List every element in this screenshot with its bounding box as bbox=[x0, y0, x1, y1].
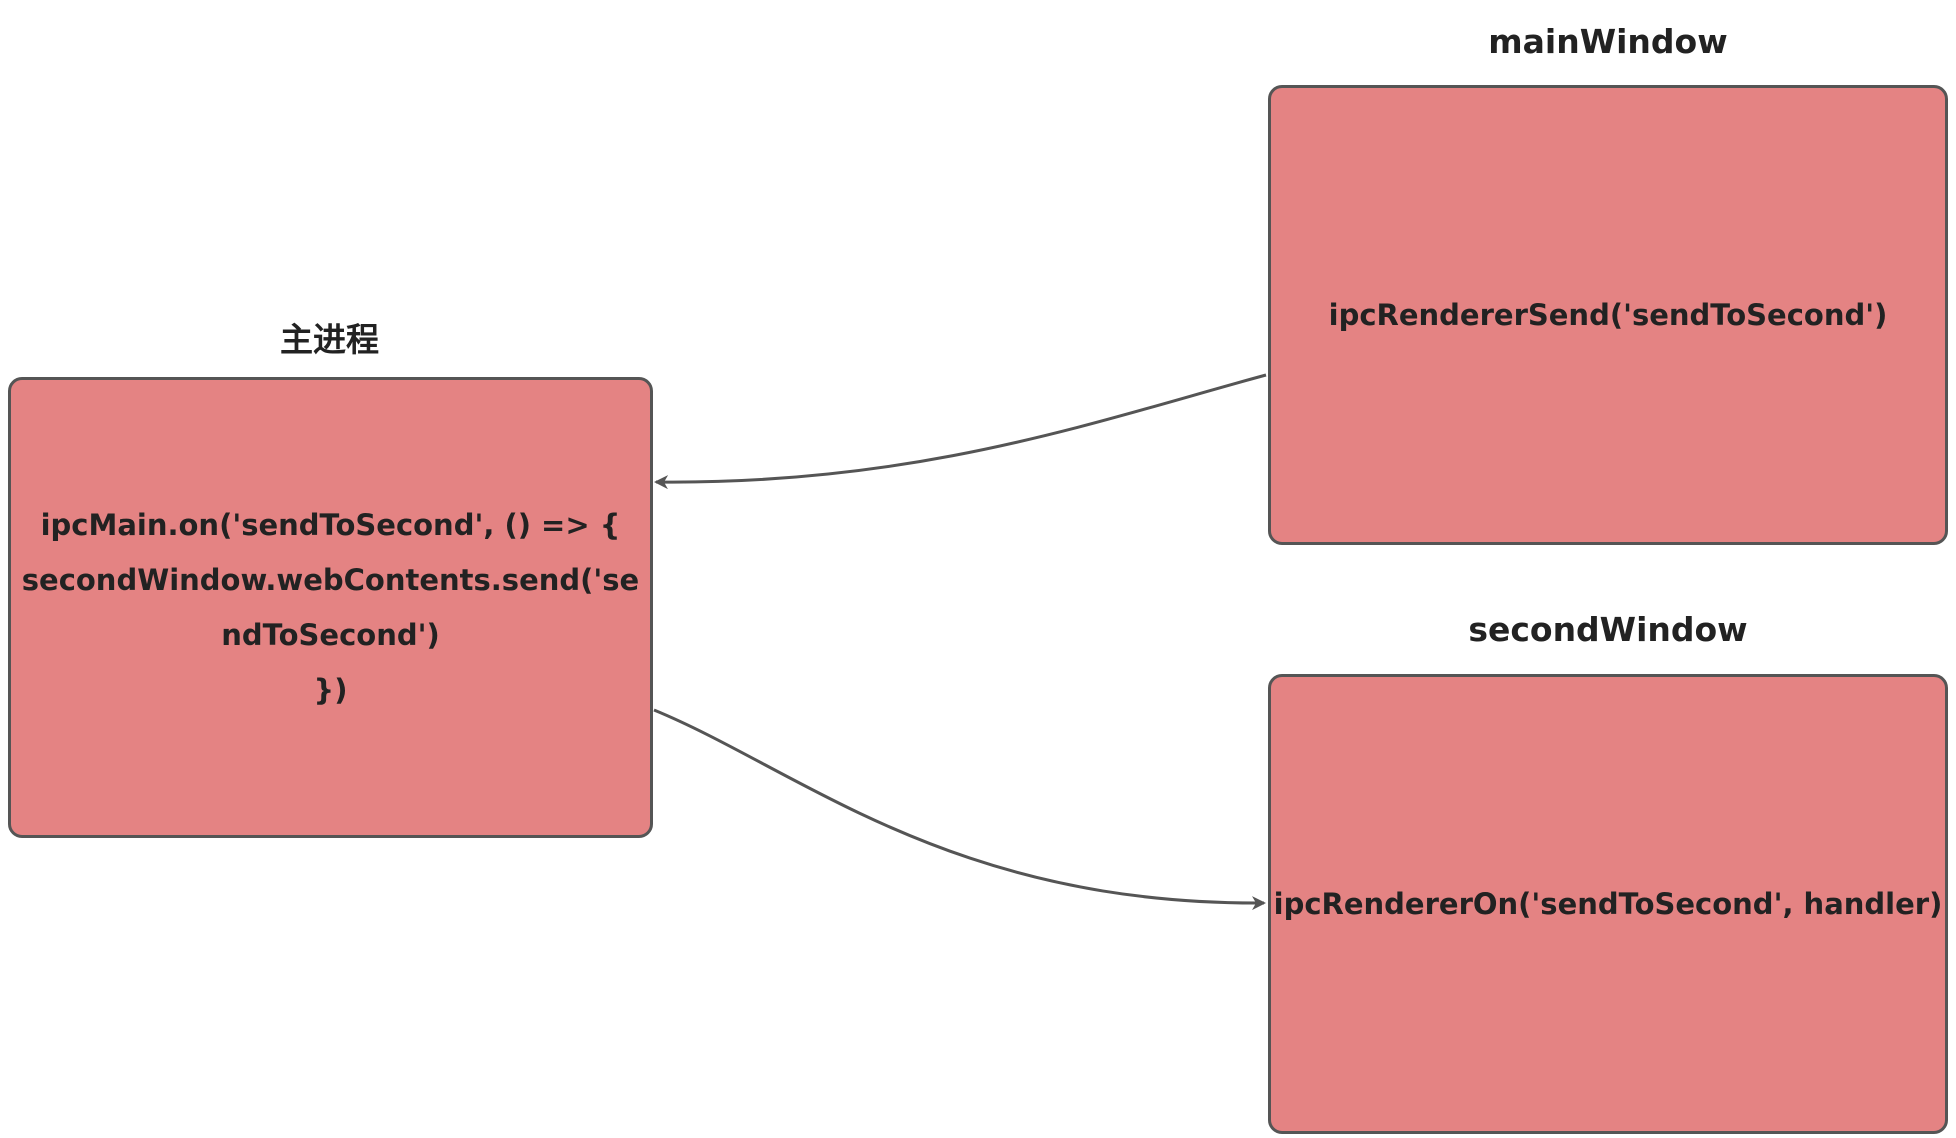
main-process-code: ipcMain.on('sendToSecond', () => { secon… bbox=[21, 507, 640, 707]
main-process-box[interactable]: ipcMain.on('sendToSecond', () => { secon… bbox=[8, 377, 653, 838]
main-window-title: mainWindow bbox=[1488, 22, 1728, 61]
second-window-box[interactable]: ipcRendererOn('sendToSecond', handler) bbox=[1268, 674, 1948, 1134]
main-process-title: 主进程 bbox=[280, 320, 379, 359]
main-window-box[interactable]: ipcRendererSend('sendToSecond') bbox=[1268, 85, 1948, 545]
arrow-mainwindow-to-main-process bbox=[654, 373, 1267, 490]
second-window-code: ipcRendererOn('sendToSecond', handler) bbox=[1273, 886, 1943, 921]
second-window-title: secondWindow bbox=[1468, 610, 1748, 649]
arrow-main-process-to-secondwindow bbox=[653, 708, 1266, 911]
main-window-code: ipcRendererSend('sendToSecond') bbox=[1328, 297, 1888, 332]
